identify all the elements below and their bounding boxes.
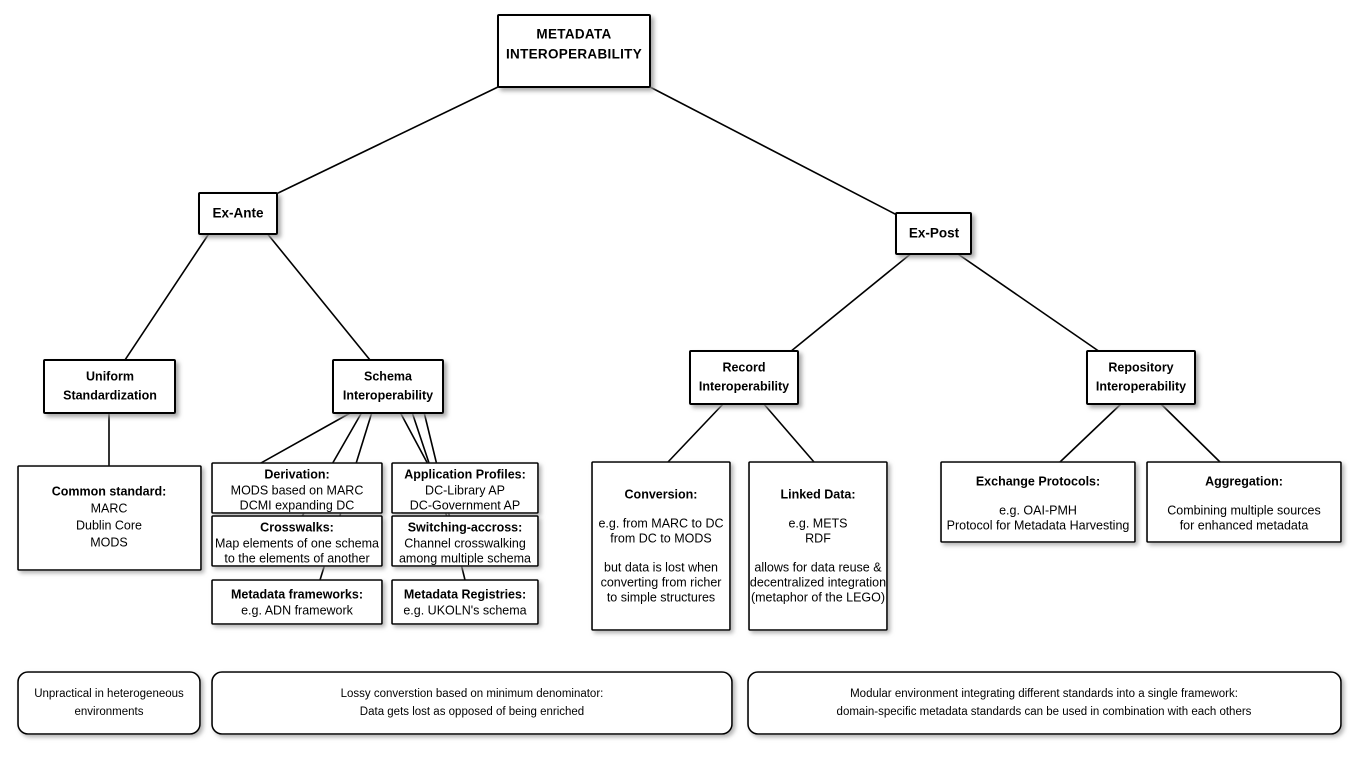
conversion-body-2: from DC to MODS [610, 531, 711, 545]
summary-lossy-conversion[interactable]: Lossy converstion based on minimum denom… [211, 671, 733, 735]
application-profiles-body-1: DC-Library AP [425, 483, 505, 497]
exchange-protocols-body-3: Protocol for Metadata Harvesting [947, 518, 1130, 532]
summary-uniform-line-2: environments [74, 706, 143, 718]
linked-data-body-2: RDF [805, 531, 831, 545]
node-metadata-frameworks[interactable]: Metadata frameworks: e.g. ADN framework [211, 579, 383, 625]
switching-accross-body-2: among multiple schema [399, 551, 531, 565]
conversion-body-5: converting from richer [601, 575, 722, 589]
summary-unpractical-heterogeneous[interactable]: Unpractical in heterogeneous environment… [17, 671, 201, 735]
uniform-standardization-line-2: Standardization [63, 388, 157, 402]
conversion-body-6: to simple structures [607, 590, 715, 604]
crosswalks-body-2: to the elements of another [224, 551, 369, 565]
summary-repository-line-2: domain-specific metadata standards can b… [837, 706, 1252, 718]
crosswalks-body-1: Map elements of one schema [215, 536, 379, 550]
node-conversion[interactable]: Conversion: e.g. from MARC to DC from DC… [591, 461, 731, 631]
node-linked-data[interactable]: Linked Data: e.g. METS RDF allows for da… [748, 461, 888, 631]
linked-data-body-6: (metaphor of the LEGO) [751, 590, 885, 604]
switching-accross-header: Switching-accross: [408, 520, 523, 534]
edge-root-to-ex-post [649, 86, 898, 216]
node-uniform-standardization[interactable]: Uniform Standardization [43, 359, 176, 414]
aggregation-body-3: for enhanced metadata [1180, 518, 1309, 532]
application-profiles-body-2: DC-Government AP [410, 498, 520, 512]
edge-ex-ante-to-uniform [124, 231, 211, 361]
common-standard-body-1: MARC [91, 501, 128, 515]
ex-post-label: Ex-Post [909, 226, 960, 241]
edge-record-to-linked-data [762, 402, 815, 463]
node-application-profiles[interactable]: Application Profiles: DC-Library AP DC-G… [391, 462, 539, 514]
edge-record-to-conversion [667, 402, 725, 463]
conversion-header: Conversion: [625, 487, 698, 501]
linked-data-body-4: allows for data reuse & [754, 560, 882, 574]
node-common-standard[interactable]: Common standard: MARC Dublin Core MODS [17, 465, 202, 571]
repository-interoperability-line-2: Interoperability [1096, 379, 1186, 393]
aggregation-header: Aggregation: [1205, 474, 1283, 488]
edge-repository-to-exchange-protocols [1059, 402, 1123, 463]
node-repository-interoperability[interactable]: Repository Interoperability [1086, 350, 1196, 405]
node-exchange-protocols[interactable]: Exchange Protocols: e.g. OAI-PMH Protoco… [940, 461, 1136, 543]
schema-interoperability-line-1: Schema [364, 369, 413, 383]
node-ex-ante[interactable]: Ex-Ante [198, 192, 278, 235]
summary-repository-line-1: Modular environment integrating differen… [850, 688, 1238, 700]
repository-interoperability-line-1: Repository [1108, 360, 1173, 374]
node-aggregation[interactable]: Aggregation: Combining multiple sources … [1146, 461, 1342, 543]
common-standard-body-2: Dublin Core [76, 518, 142, 532]
metadata-frameworks-header: Metadata frameworks: [231, 587, 363, 601]
node-schema-interoperability[interactable]: Schema Interoperability [332, 359, 444, 414]
derivation-header: Derivation: [264, 467, 329, 481]
conversion-body-1: e.g. from MARC to DC [598, 516, 723, 530]
exchange-protocols-header: Exchange Protocols: [976, 474, 1100, 488]
record-interoperability-line-2: Interoperability [699, 379, 789, 393]
node-derivation[interactable]: Derivation: MODS based on MARC DCMI expa… [211, 462, 383, 514]
edge-ex-ante-to-schema [265, 231, 371, 361]
node-metadata-registries[interactable]: Metadata Registries: e.g. UKOLN's schema [391, 579, 539, 625]
derivation-body-1: MODS based on MARC [231, 483, 364, 497]
summary-schema-record-line-2: Data gets lost as opposed of being enric… [360, 706, 584, 718]
common-standard-body-3: MODS [90, 535, 128, 549]
root-label-line-2: INTEROPERABILITY [506, 47, 642, 62]
common-standard-header: Common standard: [52, 484, 167, 498]
edge-schema-to-application-profiles [399, 411, 431, 469]
summary-schema-record-line-1: Lossy converstion based on minimum denom… [341, 688, 604, 700]
switching-accross-body-1: Channel crosswalking [404, 536, 526, 550]
metadata-frameworks-body-1: e.g. ADN framework [241, 603, 354, 617]
edge-ex-post-to-repository [954, 251, 1101, 353]
edge-ex-post-to-record [789, 251, 914, 353]
exchange-protocols-body-2: e.g. OAI-PMH [999, 503, 1077, 517]
aggregation-body-2: Combining multiple sources [1167, 503, 1321, 517]
derivation-body-2: DCMI expanding DC [240, 498, 355, 512]
node-crosswalks[interactable]: Crosswalks: Map elements of one schema t… [211, 515, 383, 567]
node-metadata-interoperability[interactable]: METADATA INTEROPERABILITY [497, 14, 651, 88]
crosswalks-header: Crosswalks: [260, 520, 334, 534]
record-interoperability-line-1: Record [722, 360, 765, 374]
uniform-standardization-line-1: Uniform [86, 369, 134, 383]
summary-uniform-line-1: Unpractical in heterogeneous [34, 688, 184, 700]
edge-root-to-ex-ante [273, 86, 499, 196]
edge-schema-to-derivation [251, 411, 353, 469]
root-label-line-1: METADATA [536, 27, 611, 42]
linked-data-header: Linked Data: [780, 487, 855, 501]
summary-modular-environment[interactable]: Modular environment integrating differen… [747, 671, 1342, 735]
application-profiles-header: Application Profiles: [404, 467, 526, 481]
metadata-registries-header: Metadata Registries: [404, 587, 526, 601]
conversion-body-4: but data is lost when [604, 560, 718, 574]
linked-data-body-5: decentralized integration [750, 575, 886, 589]
node-switching-accross[interactable]: Switching-accross: Channel crosswalking … [391, 515, 539, 567]
node-ex-post[interactable]: Ex-Post [895, 212, 972, 255]
ex-ante-label: Ex-Ante [212, 206, 263, 221]
linked-data-body-1: e.g. METS [788, 516, 847, 530]
node-record-interoperability[interactable]: Record Interoperability [689, 350, 799, 405]
edge-repository-to-aggregation [1159, 402, 1221, 463]
metadata-registries-body-1: e.g. UKOLN's schema [403, 603, 526, 617]
schema-interoperability-line-2: Interoperability [343, 388, 433, 402]
